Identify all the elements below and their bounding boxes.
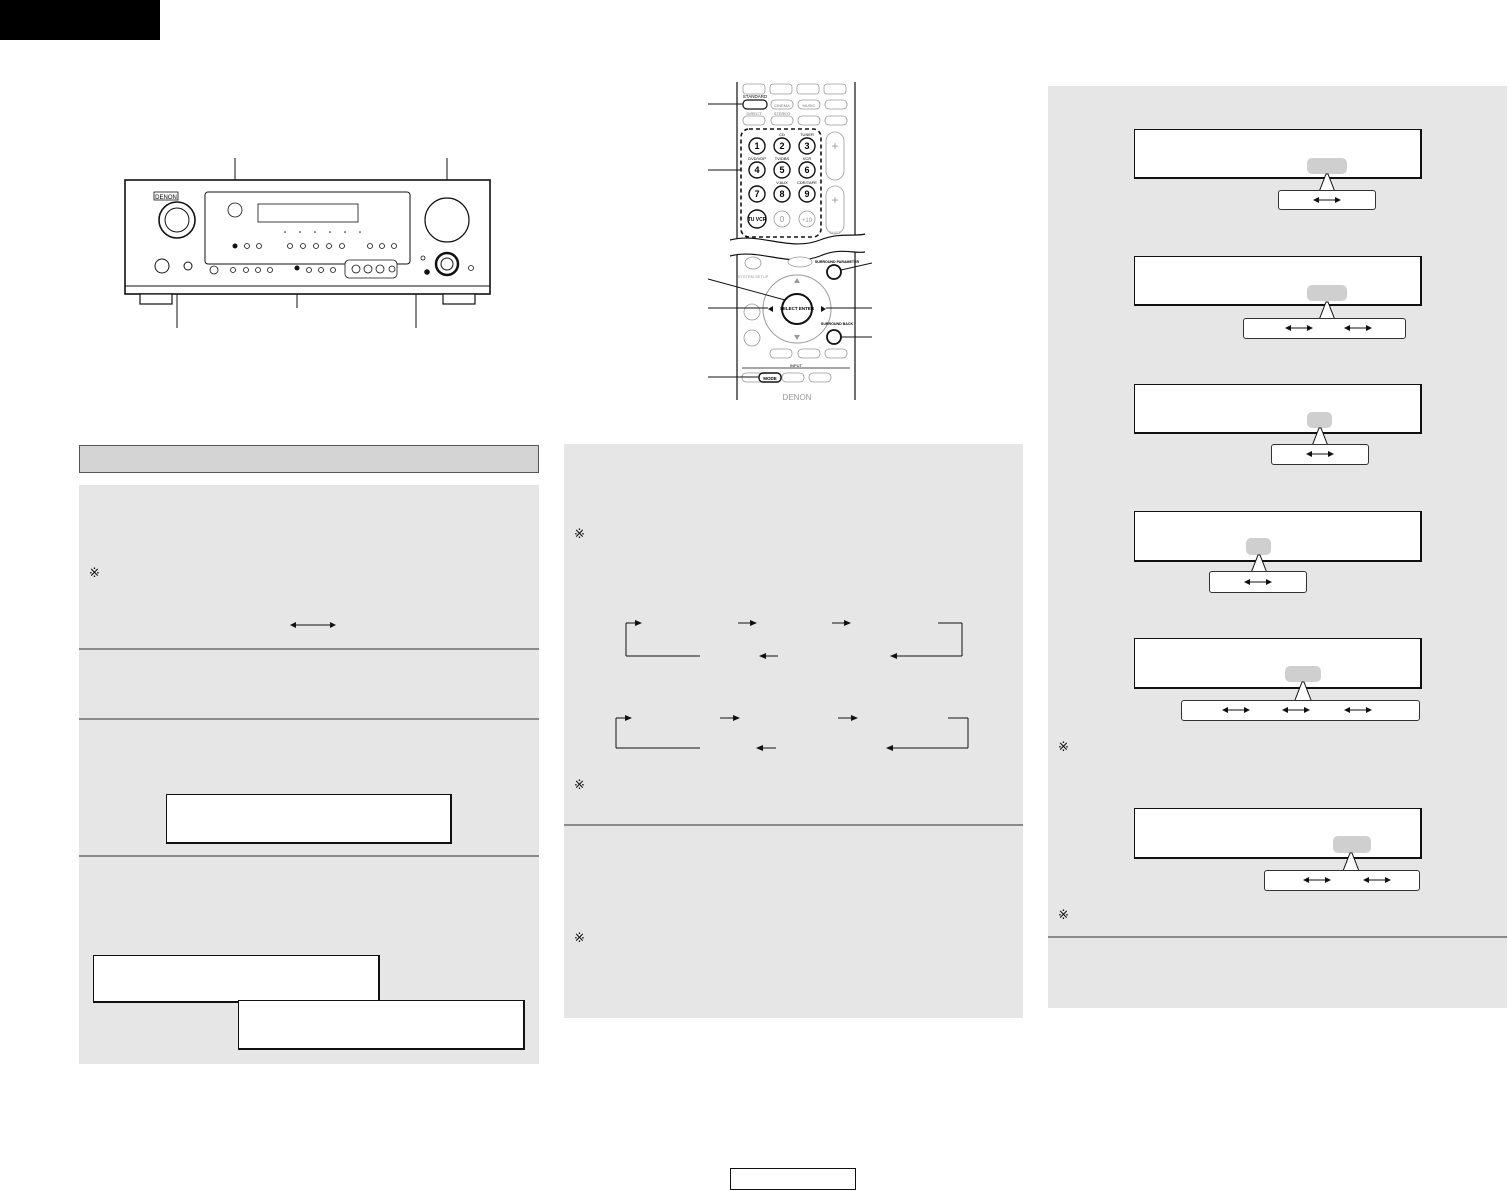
remote-input-label: INPUT [790, 363, 803, 368]
lcd-highlight-segment [1307, 285, 1347, 301]
lcd-display-box [1134, 511, 1422, 562]
lcd-display-box [1134, 638, 1422, 689]
double-arrow-icon [1313, 197, 1341, 203]
remote-num-8: 8 [779, 189, 784, 199]
double-arrow-icon [1282, 707, 1310, 713]
lcd-highlight-segment [1333, 836, 1371, 853]
remote-num-2: 2 [779, 141, 784, 151]
mode-cycle-diagram-2 [615, 715, 969, 751]
receiver-front-panel-illustration: DENON [120, 150, 500, 335]
remote-cd-label: CD [779, 132, 785, 137]
callout-bracket [1342, 852, 1360, 871]
lcd-display-box [93, 955, 380, 1003]
double-arrow-icon [1244, 579, 1272, 585]
left-step-divider-2 [79, 718, 539, 720]
svg-text:+: + [831, 139, 838, 153]
remote-mode-label: MODE [763, 376, 777, 381]
option-selector-pill [1264, 870, 1420, 891]
receiver-brand-logo: DENON [155, 195, 177, 201]
remote-num-0: 0 [780, 215, 785, 224]
middle-step-panel [564, 444, 1023, 1018]
remote-surround-parameter-label: SURROUND PARAMETER [815, 260, 860, 264]
section-header-bar [79, 445, 539, 473]
note-mark: ※ [574, 930, 585, 945]
remote-cinema-label: CINEMA [774, 103, 790, 108]
remote-stereo-label: STEREO [774, 111, 790, 116]
remote-num-4: 4 [754, 165, 759, 175]
remote-select-enter: SELECT ENTER [780, 306, 815, 311]
remote-tu-vcr: TU VCR [748, 217, 767, 223]
note-mark: ※ [1058, 739, 1069, 754]
remote-surround-back-label: SURROUND BACK [821, 322, 854, 326]
remote-vcr-label: VCR [803, 156, 812, 161]
option-selector-pill [1243, 318, 1406, 339]
remote-brand-logo: DENON [783, 393, 812, 402]
lcd-display-box [166, 794, 452, 844]
lcd-display-box [1134, 808, 1422, 859]
double-arrow-icon [1363, 877, 1391, 883]
note-mark: ※ [1058, 907, 1069, 922]
mode-cycle-diagram-1 [625, 620, 963, 659]
remote-num-5: 5 [779, 165, 784, 175]
remote-direct-label: DIRECT [747, 111, 762, 116]
remote-tuner-label: TUNER [800, 132, 814, 137]
remote-cdr-label: CDR/TAPE [797, 180, 817, 185]
remote-music-label: MUSIC [803, 103, 816, 108]
remote-num-6: 6 [804, 165, 809, 175]
remote-tvdbs-label: TV/DBS [775, 156, 790, 161]
language-tab [0, 0, 160, 40]
lcd-highlight-segment [1307, 412, 1332, 428]
note-mark: ※ [574, 777, 585, 792]
middle-step-divider [564, 824, 1023, 826]
left-step-divider-1 [79, 648, 539, 650]
callout-bracket [1318, 173, 1336, 192]
double-arrow-icon [1222, 707, 1250, 713]
remote-standard-label: STANDARD [743, 94, 768, 99]
double-arrow-icon [290, 622, 336, 628]
remote-control-illustration: STANDARD CINEMA MUSIC DIRECT STEREO 1 2 … [700, 82, 880, 402]
remote-vaux-label: V.AUX [776, 180, 788, 185]
note-mark: ※ [574, 526, 585, 541]
note-mark: ※ [89, 565, 100, 580]
double-arrow-icon [1344, 325, 1372, 331]
remote-num-7: 7 [754, 189, 759, 199]
remote-num-3: 3 [804, 141, 809, 151]
svg-text:+: + [831, 193, 838, 207]
lcd-display-box [1134, 129, 1422, 179]
remote-dvd-label: DVD/VDP [748, 156, 766, 161]
remote-system-setup-label: SYSTEM SETUP [738, 274, 769, 279]
page-number-box [730, 1168, 856, 1190]
callout-bracket [1294, 681, 1312, 700]
callout-bracket [1250, 554, 1268, 573]
lcd-highlight-segment [1246, 538, 1271, 555]
lcd-display-box [1134, 384, 1422, 434]
remote-num-10: +10 [802, 218, 813, 224]
lcd-display-box [1134, 256, 1422, 306]
callout-bracket [1311, 427, 1329, 446]
lcd-display-box [238, 1000, 525, 1050]
remote-shift-label: SHIFT [829, 230, 841, 235]
double-arrow-icon [1285, 325, 1313, 331]
lcd-highlight-segment [1285, 666, 1321, 682]
double-arrow-icon [1303, 877, 1331, 883]
double-arrow-icon [1306, 451, 1334, 457]
right-step-divider [1048, 936, 1507, 938]
remote-num-1: 1 [754, 141, 759, 151]
left-step-divider-3 [79, 855, 539, 857]
remote-num-9: 9 [804, 189, 809, 199]
double-arrow-icon [1344, 707, 1372, 713]
lcd-highlight-segment [1307, 158, 1347, 174]
callout-bracket [1318, 301, 1336, 320]
